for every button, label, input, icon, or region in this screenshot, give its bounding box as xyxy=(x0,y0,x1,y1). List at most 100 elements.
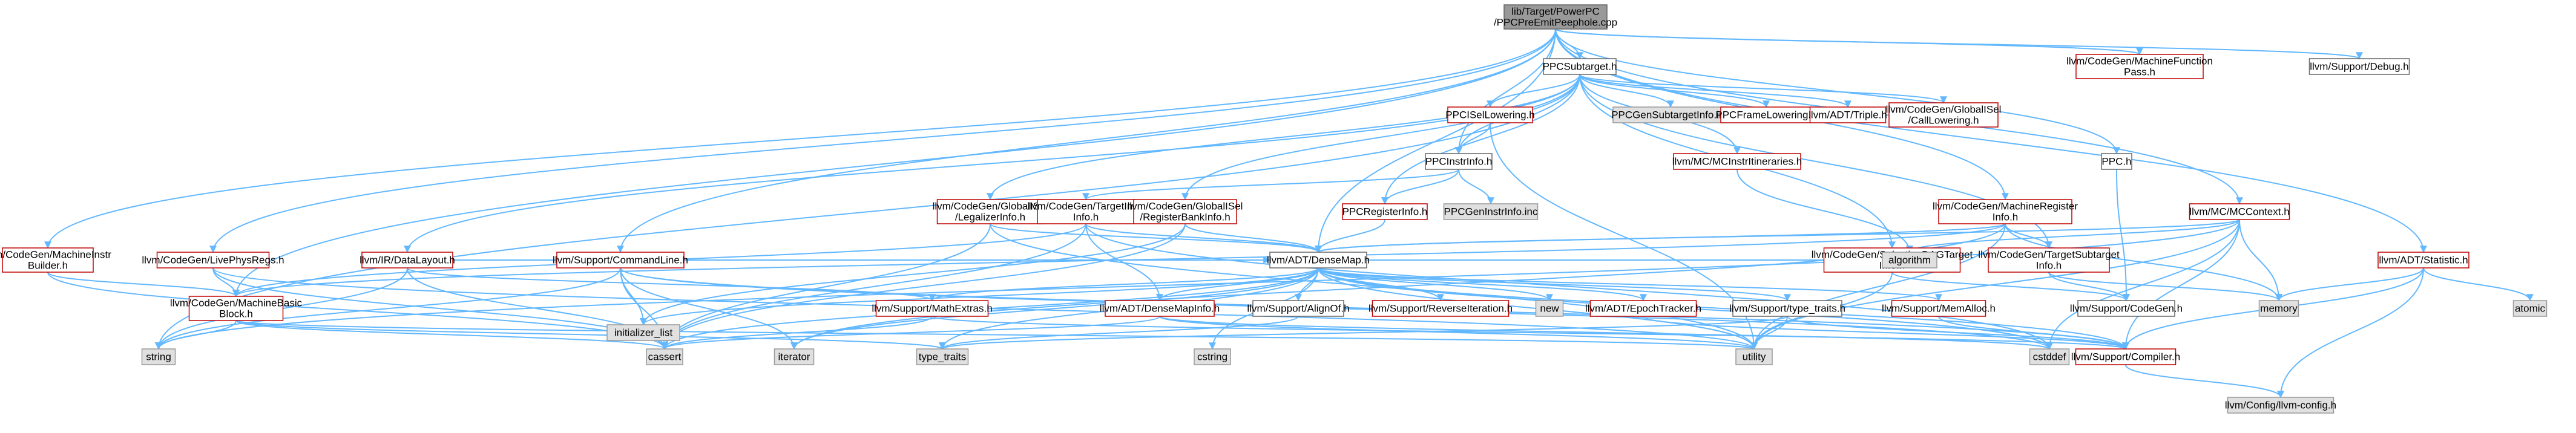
node-box-ppcreginfo xyxy=(1342,203,1428,220)
node-ppch[interactable]: PPC.h xyxy=(2101,153,2132,170)
edge-cmdline-to-iterator xyxy=(620,267,798,350)
node-framelow[interactable]: PPCFrameLowering.h xyxy=(1715,106,1817,123)
edge-statistic-to-memory xyxy=(2275,267,2424,302)
node-box-root xyxy=(1503,4,1608,30)
edge-mccontext-to-memory xyxy=(2239,219,2282,302)
edge-mccontext-to-densemap xyxy=(1315,219,2240,253)
edge-epoch-to-compiler xyxy=(1643,316,2129,350)
edge-mccontext-to-string xyxy=(155,219,2240,350)
node-box-algorithm xyxy=(1882,252,1937,269)
node-cmdline[interactable]: llvm/Support/CommandLine.h xyxy=(553,252,688,269)
node-box-compiler xyxy=(2075,348,2177,365)
node-label-livephys-0: llvm/CodeGen/LivePhysRegs.h xyxy=(142,255,284,266)
node-alignof[interactable]: llvm/Support/AlignOf.h xyxy=(1247,300,1350,317)
node-label-datalayout-0: llvm/IR/DataLayout.h xyxy=(360,255,455,266)
node-triple[interactable]: llvm/ADT/Triple.h xyxy=(1809,106,1887,123)
node-box-mri xyxy=(1938,199,2072,224)
node-label-instrinfo-0: PPCInstrInfo.h xyxy=(1425,156,1493,168)
edge-itin-to-algorithm xyxy=(1736,169,1913,253)
node-typetraitsh[interactable]: llvm/Support/type_traits.h xyxy=(1729,300,1845,317)
node-new: new xyxy=(1535,300,1564,317)
node-reviter[interactable]: llvm/Support/ReverseIteration.h xyxy=(1368,300,1513,317)
node-label-algorithm-0: algorithm xyxy=(1888,255,1931,266)
node-label-utility-0: utility xyxy=(1743,351,1766,363)
node-datalayout[interactable]: llvm/IR/DataLayout.h xyxy=(360,252,455,269)
node-algorithm: algorithm xyxy=(1882,252,1937,269)
node-box-statistic xyxy=(2377,252,2469,269)
edge-legalizer-to-cassert xyxy=(661,223,991,350)
node-box-mib xyxy=(2,247,94,273)
node-mathextras[interactable]: llvm/Support/MathExtras.h xyxy=(872,300,993,317)
node-label-mbb-1: Block.h xyxy=(219,308,253,320)
node-compiler[interactable]: llvm/Support/Compiler.h xyxy=(2071,348,2180,365)
node-label-calllow-0: llvm/CodeGen/GlobalISel xyxy=(1886,104,2002,116)
edge-statistic-to-config xyxy=(2277,267,2424,399)
node-dmapinfo[interactable]: llvm/ADT/DenseMapInfo.h xyxy=(1100,300,1220,317)
node-epoch[interactable]: llvm/ADT/EpochTracker.h xyxy=(1585,300,1701,317)
node-label-itin-0: llvm/MC/MCInstrItineraries.h xyxy=(1672,156,1802,168)
node-utility: utility xyxy=(1735,348,1773,365)
node-label-triple-0: llvm/ADT/Triple.h xyxy=(1809,109,1887,121)
node-box-ppcsubtarget xyxy=(1543,58,1617,75)
node-label-mfpass-1: Pass.h xyxy=(2124,67,2155,78)
edge-ppcisel-to-instrinfo xyxy=(1455,122,1491,155)
node-regbank[interactable]: llvm/CodeGen/GlobalISel/RegisterBankInfo… xyxy=(1128,199,1243,224)
edge-ppcsubtarget-to-framelow xyxy=(1579,74,1770,108)
edge-legalizer-to-densemap xyxy=(990,223,1322,253)
node-box-epoch xyxy=(1589,300,1697,317)
node-instrinfo[interactable]: PPCInstrInfo.h xyxy=(1425,153,1493,170)
edge-densemap-to-compiler xyxy=(1318,267,2129,350)
edge-livephys-to-mbb xyxy=(212,267,240,298)
node-memalloc[interactable]: llvm/Support/MemAlloc.h xyxy=(1882,300,1996,317)
node-statistic[interactable]: llvm/ADT/Statistic.h xyxy=(2377,252,2469,269)
node-box-legalizer xyxy=(936,199,1044,224)
node-densemap[interactable]: llvm/ADT/DenseMap.h xyxy=(1267,252,1370,269)
node-box-mccontext xyxy=(2189,203,2290,220)
node-debug[interactable]: llvm/Support/Debug.h xyxy=(2308,58,2410,75)
edge-ppcsubtarget-to-legalizer xyxy=(987,74,1580,201)
node-label-legalizer-0: llvm/CodeGen/GlobalISel xyxy=(933,201,1048,212)
node-legalizer[interactable]: llvm/CodeGen/GlobalISel/LegalizerInfo.h xyxy=(933,199,1048,224)
node-box-tsi xyxy=(1988,247,2110,273)
node-calllow[interactable]: llvm/CodeGen/GlobalISel/CallLowering.h xyxy=(1886,102,2002,128)
node-codegen[interactable]: llvm/Support/CodeGen.h xyxy=(2070,300,2183,317)
node-box-ppch xyxy=(2101,153,2132,170)
node-mccontext[interactable]: llvm/MC/MCContext.h xyxy=(2189,203,2290,220)
edge-ppcsubtarget-to-calllow xyxy=(1579,74,1947,104)
node-box-cstring xyxy=(1194,348,1231,365)
node-label-codegen-0: llvm/Support/CodeGen.h xyxy=(2070,303,2183,314)
node-box-memalloc xyxy=(1891,300,1986,317)
edge-dmapinfo-to-cstddef xyxy=(1159,316,2053,350)
node-box-instrinfo xyxy=(1425,153,1493,170)
node-box-cmdline xyxy=(556,252,685,269)
node-box-codegen xyxy=(2077,300,2175,317)
node-label-tii-1: Info.h xyxy=(1073,212,1099,223)
edge-densemap-to-mathextras xyxy=(928,267,1319,302)
node-ppcisel[interactable]: PPCISelLowering.h xyxy=(1445,106,1535,123)
edge-regbank-to-initlist xyxy=(640,223,1186,326)
node-instrinfoinc: PPCGenInstrInfo.inc xyxy=(1443,203,1539,220)
node-ppcreginfo[interactable]: PPCRegisterInfo.h xyxy=(1342,203,1428,220)
node-ppcsubtarget[interactable]: PPCSubtarget.h xyxy=(1543,58,1617,75)
node-label-alignof-0: llvm/Support/AlignOf.h xyxy=(1247,303,1349,314)
node-label-calllow-1: /CallLowering.h xyxy=(1908,115,1979,126)
edge-typetraitsh-to-typetraits xyxy=(939,316,1788,350)
node-label-mbb-0: llvm/CodeGen/MachineBasic xyxy=(170,298,303,309)
node-itin[interactable]: llvm/MC/MCInstrItineraries.h xyxy=(1672,153,1802,170)
node-label-mfpass-0: llvm/CodeGen/MachineFunction xyxy=(2066,56,2213,67)
node-subinfoinc: PPCGenSubtargetInfo.inc xyxy=(1611,106,1730,123)
edge-root-to-cmdline xyxy=(617,28,1556,253)
node-box-iterator xyxy=(774,348,815,365)
node-label-mccontext-0: llvm/MC/MCContext.h xyxy=(2189,206,2289,218)
node-label-tsi-1: Info.h xyxy=(2036,260,2062,272)
node-box-itin xyxy=(1673,153,1801,170)
node-cassert: cassert xyxy=(646,348,683,365)
node-livephys[interactable]: llvm/CodeGen/LivePhysRegs.h xyxy=(142,252,284,269)
edge-root-to-livephys xyxy=(209,28,1556,253)
